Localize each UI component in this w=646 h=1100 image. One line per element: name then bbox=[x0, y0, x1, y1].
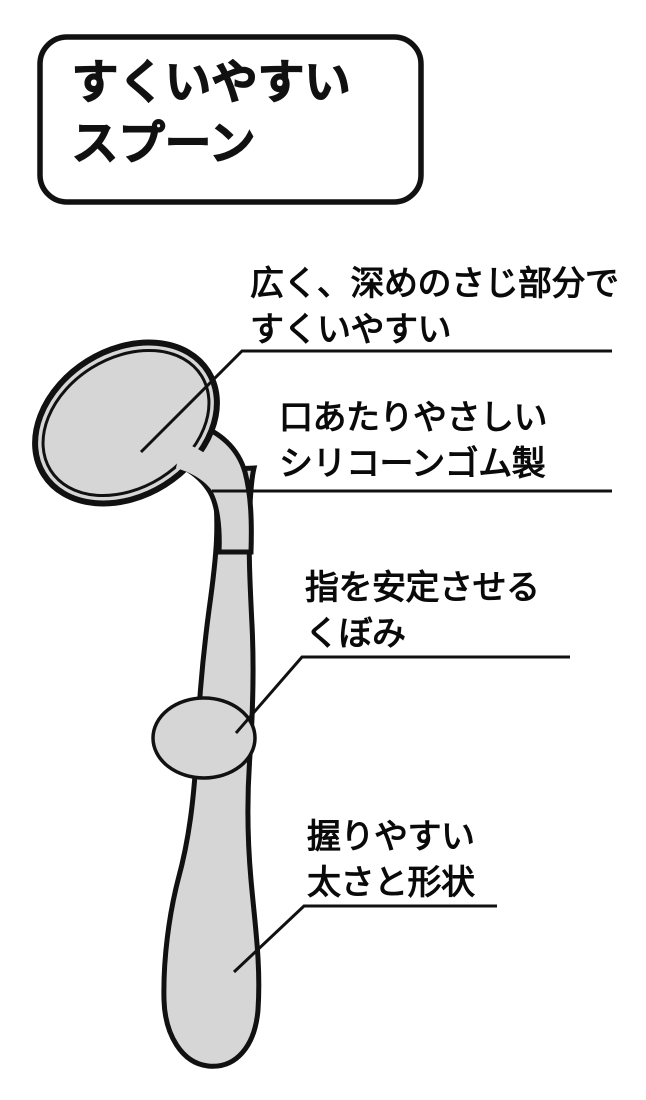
callout-bowl-scoop-line-2: すくいやすい bbox=[250, 310, 451, 349]
callout-grip-shape: 握りやすい 太さと形状 bbox=[307, 815, 475, 906]
callout-silicone-material-line-2: シリコーンゴム製 bbox=[279, 444, 546, 483]
callout-finger-dimple-line-2: くぼみ bbox=[305, 614, 406, 653]
callout-finger-dimple-line-1: 指を安定させる bbox=[305, 569, 540, 607]
leader-line-dimple bbox=[234, 655, 570, 734]
title-box-frame bbox=[37, 34, 424, 205]
finger-dimple-circle bbox=[151, 696, 257, 780]
spoon-bowl-inner-rim bbox=[41, 348, 211, 498]
leader-line-grip bbox=[232, 904, 497, 974]
callout-bowl-scoop: 広く、深めのさじ部分で すくいやすい bbox=[250, 262, 619, 353]
callout-bowl-scoop-line-1: 広く、深めのさじ部分で bbox=[250, 265, 619, 303]
product-title: すくいやすい スプーン bbox=[71, 52, 402, 173]
leader-line-bowl-scoop bbox=[139, 349, 612, 454]
callout-grip-shape-line-2: 太さと形状 bbox=[307, 863, 475, 902]
callout-grip-shape-line-1: 握りやすい bbox=[307, 818, 475, 856]
callout-finger-dimple: 指を安定させる くぼみ bbox=[305, 566, 540, 657]
product-title-line-1: すくいやすい bbox=[71, 55, 351, 109]
bowl-neck-seam-cover bbox=[176, 442, 236, 500]
callout-silicone-material-line-1: 口あたりやさしい bbox=[279, 399, 548, 437]
product-title-line-2: スプーン bbox=[71, 116, 256, 170]
callout-silicone-material: 口あたりやさしい シリコーンゴム製 bbox=[279, 396, 548, 487]
